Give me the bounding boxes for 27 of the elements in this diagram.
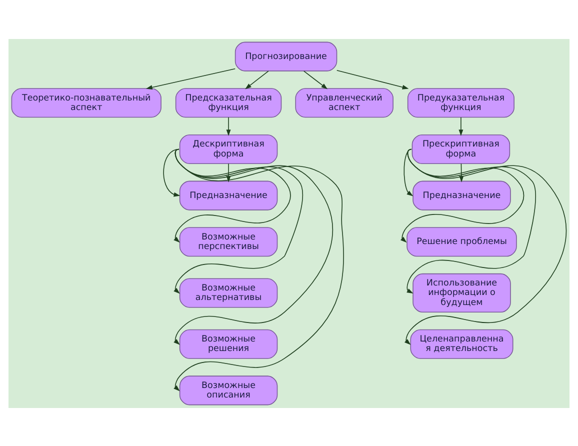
node-box: Предназначение [179, 180, 278, 210]
node-box: Решение проблемы [406, 226, 517, 256]
arrow [303, 70, 328, 89]
node-box: Предназначение [412, 180, 511, 210]
arrow [245, 70, 269, 89]
node-box: Целенаправленна я деятельность [410, 328, 514, 358]
node-box: Возможные альтернативы [179, 278, 278, 308]
arrow [404, 148, 414, 196]
arrow [146, 68, 236, 90]
node-box: Предуказательная функция [407, 88, 514, 118]
arrow [226, 116, 231, 136]
node-box: Предсказательная функция [175, 88, 282, 118]
node-box: Прескриптивная форма [412, 134, 510, 164]
arrow [163, 148, 180, 196]
node-box: Возможные описания [179, 375, 278, 405]
arrow [174, 148, 344, 391]
node-box: Использование информации о будущем [412, 272, 511, 312]
node-box: Возможные решения [179, 328, 278, 358]
arrow [404, 148, 566, 344]
arrow [458, 116, 464, 136]
arrow [400, 148, 524, 242]
node-box: Дескриптивная форма [179, 134, 278, 164]
node-box: Возможные перспективы [179, 226, 278, 256]
node-box: Теоретико-познавательный аспект [11, 88, 162, 118]
node-box: Прогнозирование [234, 41, 338, 71]
arrow [336, 69, 409, 89]
node-box: Управленческий аспект [295, 88, 394, 118]
